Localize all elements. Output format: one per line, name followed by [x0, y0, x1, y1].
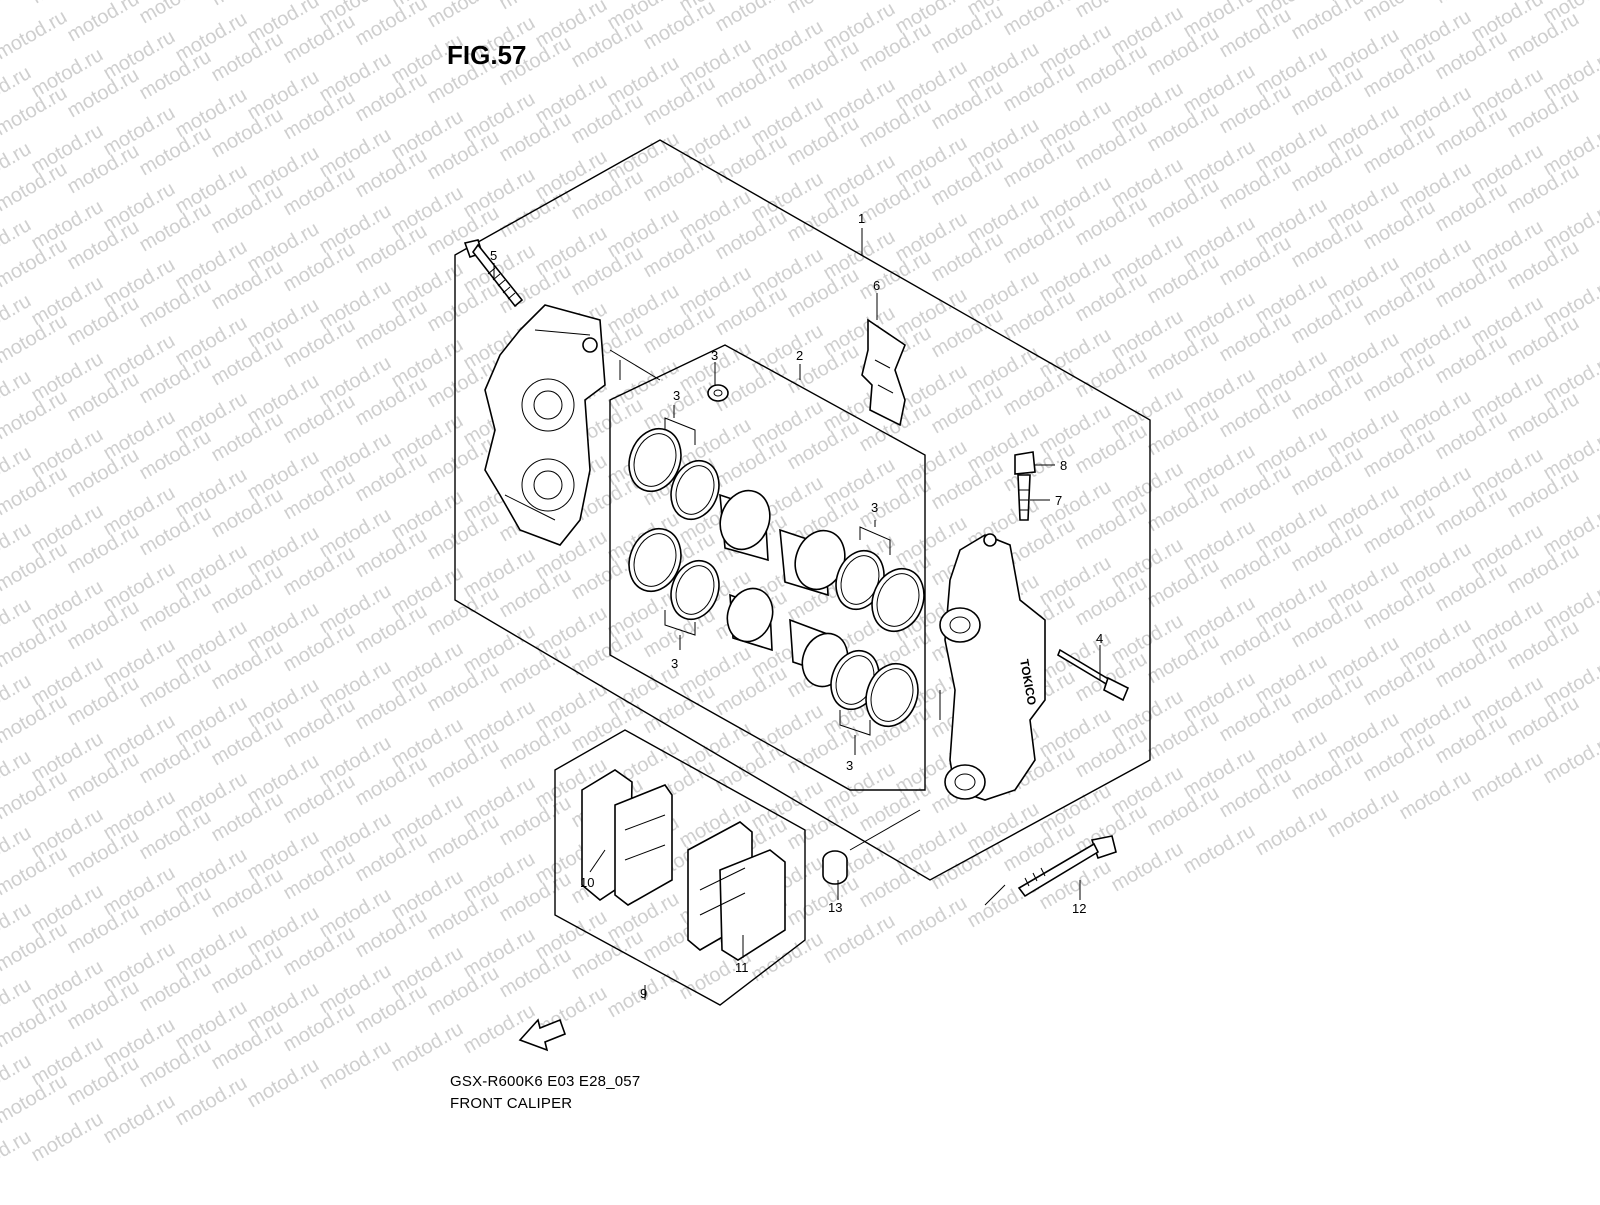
watermark-text: motod.ru	[64, 0, 143, 46]
watermark-text: motod.ru	[244, 1054, 323, 1113]
watermark-text: motod.ru	[712, 0, 791, 36]
callout-8: 8	[1060, 458, 1067, 473]
watermark-text: motod.ru	[136, 0, 215, 28]
watermark-text: motod.ru	[100, 1090, 179, 1149]
watermark-text: motod.ru	[784, 0, 863, 18]
watermark-text: motod.ru	[388, 1018, 467, 1077]
brake-pad-part-10	[582, 770, 672, 905]
watermark-text: motod.ru	[1288, 0, 1367, 44]
watermark-text: motod.ru	[28, 0, 107, 8]
watermark-text: motod.ru	[316, 1036, 395, 1095]
bleeder-valve-part-7	[1018, 475, 1030, 520]
figure-title: FIG.57	[447, 40, 526, 71]
watermark-text: motod.ru	[1324, 784, 1403, 843]
callout-3-bottom: 3	[846, 758, 853, 773]
callout-5: 5	[490, 248, 497, 263]
callout-3-right: 3	[871, 500, 878, 515]
callout-10: 10	[580, 875, 594, 890]
watermark-text: motod.ru	[1396, 766, 1475, 825]
watermark-text: motod.ru	[496, 0, 575, 14]
watermark-text: motod.ru	[0, 6, 71, 65]
watermark-text: motod.ru	[424, 0, 503, 32]
watermark-text: motod.ru	[892, 892, 971, 951]
watermark-text: motod.ru	[1252, 802, 1331, 861]
watermark-text: motod.ru	[1180, 820, 1259, 879]
callout-9: 9	[640, 986, 647, 1001]
watermark-text: motod.ru	[1144, 0, 1223, 4]
watermark-text: motod.ru	[208, 0, 287, 10]
watermark-text: motod.ru	[1432, 0, 1511, 8]
watermark-text: motod.ru	[1108, 838, 1187, 897]
seal-small	[708, 385, 728, 401]
callout-11: 11	[735, 960, 749, 975]
callout-7: 7	[1055, 493, 1062, 508]
callout-1: 1	[858, 211, 865, 226]
watermark-text: motod.ru	[820, 910, 899, 969]
watermark-text: motod.ru	[28, 1108, 107, 1167]
callout-4: 4	[1096, 631, 1103, 646]
watermark-text: motod.ru	[1000, 0, 1079, 40]
model-code: GSX-R600K6 E03 E28_057	[450, 1073, 640, 1090]
watermark-text: motod.ru	[1540, 730, 1600, 789]
callout-2: 2	[796, 348, 803, 363]
callout-3-top: 3	[711, 348, 718, 363]
callout-12: 12	[1072, 901, 1086, 916]
bushing-part-13	[823, 851, 847, 884]
watermark-text: motod.ru	[1072, 0, 1151, 22]
callout-3-upper-left: 3	[673, 388, 680, 403]
watermark-text: motod.ru	[1360, 0, 1439, 26]
callout-3-lower-left: 3	[671, 656, 678, 671]
callout-6: 6	[873, 278, 880, 293]
watermark-text: motod.ru	[1468, 748, 1547, 807]
assembly-name: FRONT CALIPER	[450, 1095, 572, 1112]
bleeder-cap-part-8	[1015, 452, 1035, 474]
watermark-text: motod.ru	[460, 1000, 539, 1059]
watermark-text: motod.ru	[0, 1126, 35, 1185]
watermark-text: motod.ru	[172, 1072, 251, 1131]
callout-13: 13	[828, 900, 842, 915]
